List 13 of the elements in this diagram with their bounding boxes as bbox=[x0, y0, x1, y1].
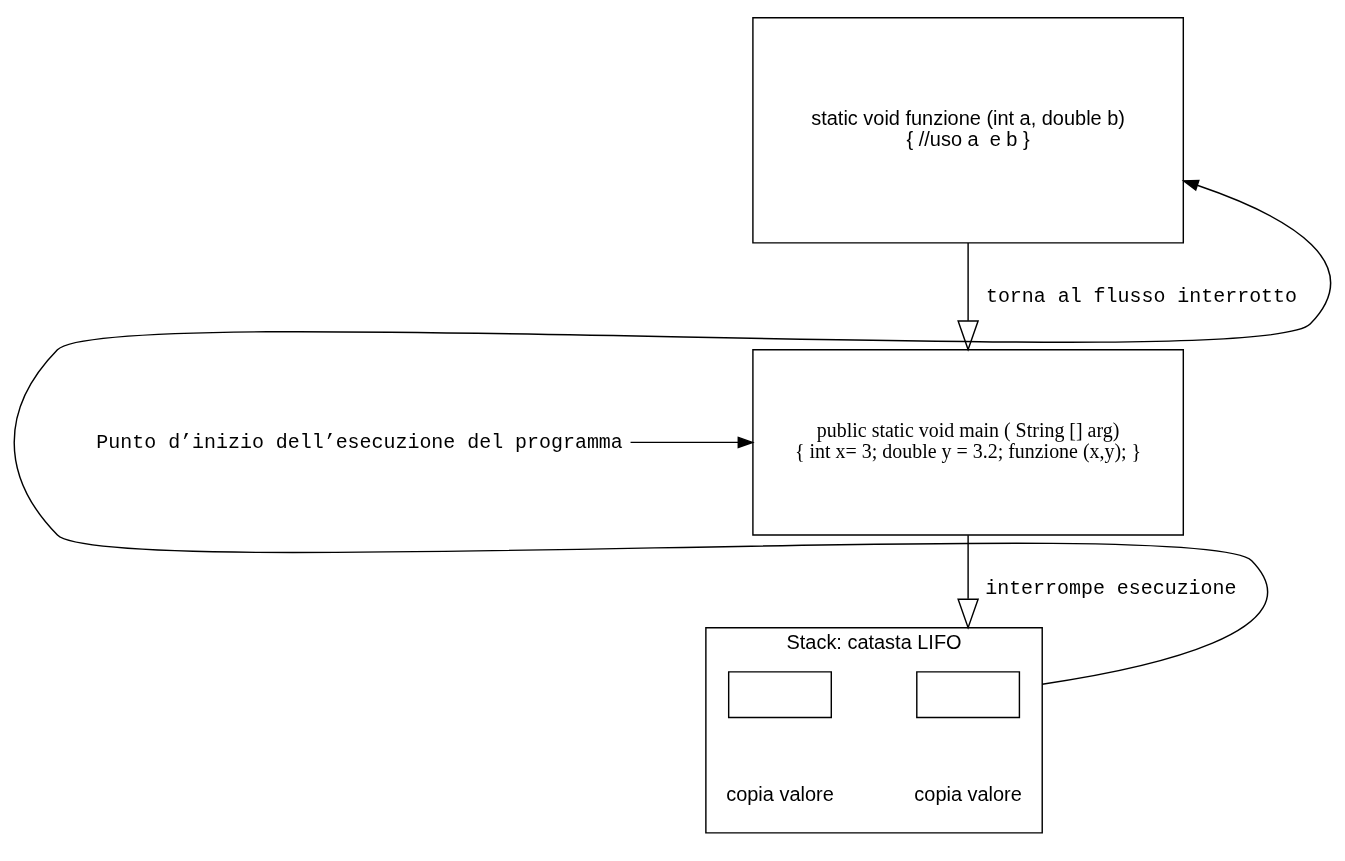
edge-label: interrompe esecuzione bbox=[985, 576, 1237, 600]
node-box: static void funzione (int a, double b) { //uso a e b } bbox=[752, 16, 1185, 244]
arrow bbox=[957, 534, 980, 630]
node-box bbox=[916, 670, 1021, 718]
node-label: copia valore bbox=[914, 782, 1022, 805]
node-box bbox=[727, 670, 832, 718]
edge-label: torna al flusso interrotto bbox=[985, 284, 1297, 308]
arrow bbox=[13, 179, 1332, 685]
node-box: public static void main ( String [] arg) { int x= 3; double y = 3.2; funzione (x,y); } bbox=[752, 348, 1185, 536]
arrow bbox=[957, 241, 980, 352]
node-text: Punto d’inizio dell’esecuzione del programma bbox=[96, 430, 623, 454]
arrow bbox=[629, 435, 755, 448]
node-label: copia valore bbox=[726, 782, 834, 805]
